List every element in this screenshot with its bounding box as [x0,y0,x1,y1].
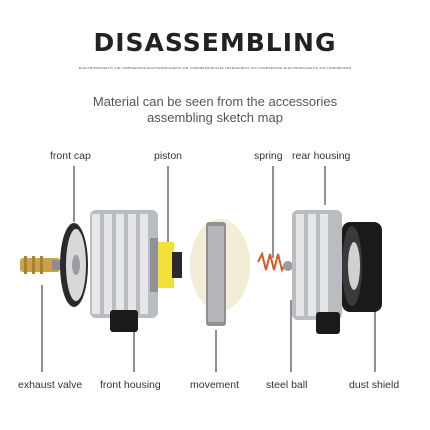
dust-shield-part [342,222,382,312]
movement-part [190,219,250,326]
leader-lines [41,166,376,372]
piston-part [158,242,182,288]
label-spring: spring [254,150,283,162]
page-title: DISASSEMBLING [93,28,337,57]
rear-housing-part [292,210,342,334]
subtitle-line-1: Material can be seen from the accessorie… [92,94,338,109]
front-housing-part [90,210,158,332]
exhaust-valve-part [20,256,62,274]
label-piston: piston [154,150,183,162]
label-dust-shield: dust shield [349,379,400,391]
subtitle-line-2: assembling sketch map [147,110,283,125]
tagline: ELECTROMAGNETIC AIR COMPRESSOR ELECTROMA… [78,66,352,70]
label-front-housing: front housing [100,379,161,391]
front-cap-part [60,223,88,307]
label-exhaust-valve: exhaust valve [18,379,83,391]
label-steel-ball: steel ball [266,379,308,391]
label-front-cap: front cap [50,150,91,162]
label-movement: movement [190,379,240,391]
subtitle: Material can be seen from the accessorie… [0,94,430,126]
spring-part [257,251,287,273]
steel-ball-part [283,261,293,271]
label-rear-housing: rear housing [292,150,351,162]
